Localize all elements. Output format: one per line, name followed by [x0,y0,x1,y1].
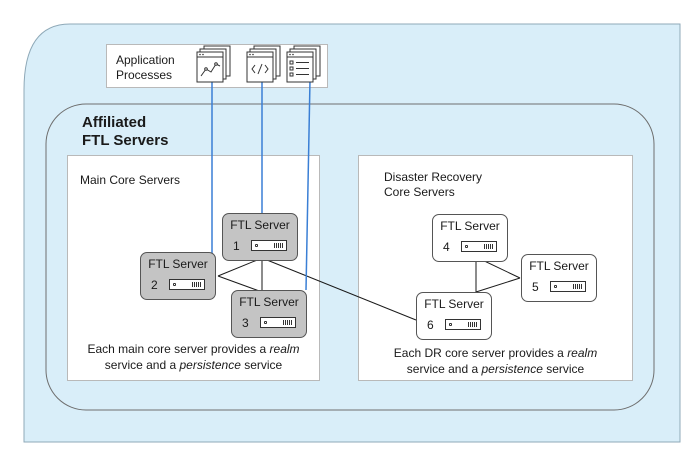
dr-caption-text: service and a [406,362,482,376]
ftl-server-3: FTL Server 3 [231,290,307,338]
server-name: FTL Server [230,218,290,232]
dr-caption-text: Each DR core server provides a [393,346,568,360]
app-label-line1: Application [116,53,175,67]
ftl-server-1: FTL Server 1 [222,213,298,261]
server-number: 6 [427,318,434,332]
server-number: 3 [242,316,249,330]
server-name: FTL Server [440,219,500,233]
server-name: FTL Server [148,257,208,271]
server-unit-icon [169,279,205,290]
ftl-server-6: FTL Server 6 [416,292,492,340]
main-caption-em-realm: realm [269,342,300,356]
dr-caption-em-realm: realm [567,346,598,360]
server-unit-icon [251,240,287,251]
link-2-1 [217,257,263,277]
dr-caption-text: service [542,362,585,376]
server-name: FTL Server [529,259,589,273]
ftl-server-2: FTL Server 2 [140,252,216,300]
server-number: 1 [233,239,240,253]
ftl-server-5: FTL Server 5 [521,254,597,302]
main-caption-text: service [240,358,283,372]
ftl-server-4: FTL Server 4 [432,214,508,262]
affiliated-title-line2: FTL Servers [82,132,169,149]
server-unit-icon [445,319,481,330]
server-number: 4 [443,240,450,254]
dr-caption-em-persistence: persistence [481,362,543,376]
main-caption-em-persistence: persistence [179,358,241,372]
main-caption-text: Each main core server provides a [87,342,270,356]
app-label-line2: Processes [116,68,173,82]
server-name: FTL Server [239,295,299,309]
dr-core-label-line2: Core Servers [384,185,455,199]
main-caption-text: service and a [104,358,180,372]
dr-core-caption: Each DR core server provides a realm ser… [358,345,633,377]
dr-core-label-line1: Disaster Recovery [384,170,483,184]
main-core-label: Main Core Servers [80,173,181,187]
server-number: 2 [151,278,158,292]
server-unit-icon [550,281,586,292]
server-name: FTL Server [424,297,484,311]
server-unit-icon [461,241,497,252]
link-2-3 [217,275,263,293]
list-window-icon [286,45,321,83]
server-unit-icon [260,317,296,328]
affiliated-title-line1: Affiliated [82,114,147,131]
dashboard-window-icon [196,45,231,83]
app-link-list [305,79,311,291]
code-window-icon [246,45,281,83]
main-core-caption: Each main core server provides a realm s… [67,341,320,373]
link-5-6 [475,277,521,293]
server-number: 5 [532,280,539,294]
link-1-6 [261,257,417,321]
